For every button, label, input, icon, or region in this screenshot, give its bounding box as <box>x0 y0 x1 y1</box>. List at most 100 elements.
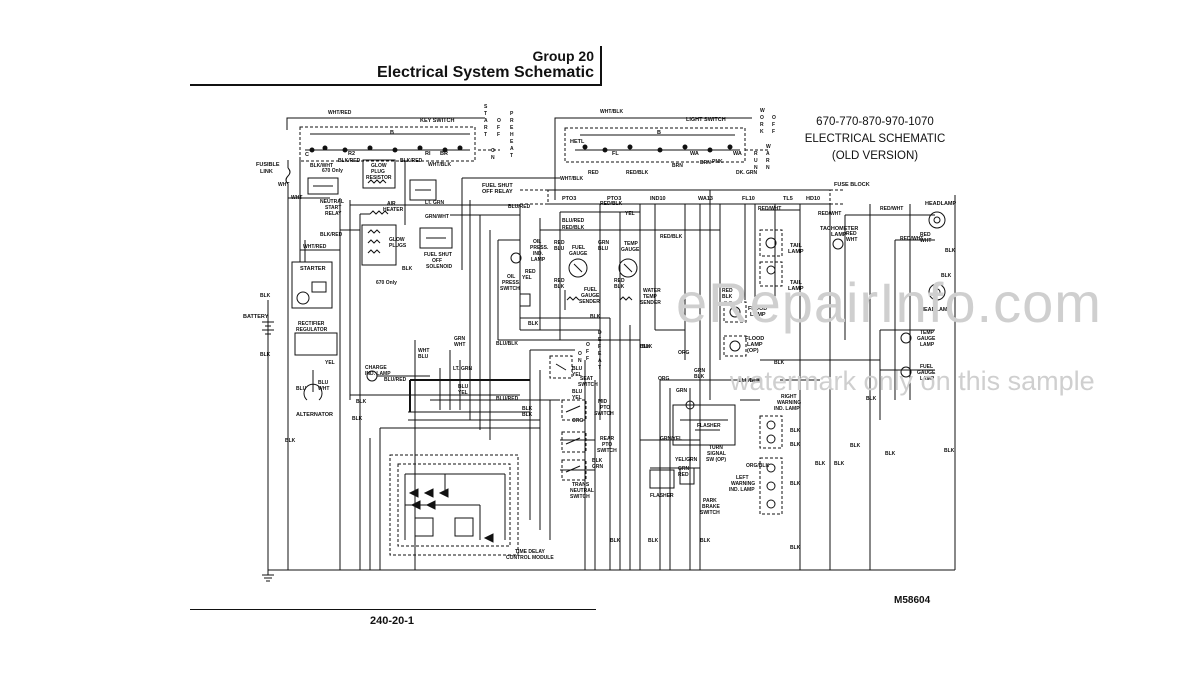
fuel-sender-label: FUEL GAUGE SENDER <box>579 287 600 305</box>
svg-text:BLK: BLK <box>642 344 653 350</box>
flood-lamp-op-label: FLOOD LAMP (OP) <box>745 336 764 354</box>
watermark-text: eRepairInfo.com <box>676 271 1102 334</box>
svg-text:BLK: BLK <box>866 396 877 402</box>
svg-text:FLOOD: FLOOD <box>748 306 767 312</box>
svg-text:FUEL: FUEL <box>584 287 597 293</box>
svg-text:BLK: BLK <box>402 266 413 272</box>
svg-text:BLK: BLK <box>260 352 271 358</box>
glow-plugs-label-2: PLUGS <box>389 243 407 249</box>
svg-text:TEMP: TEMP <box>920 330 935 336</box>
key-positions-on: O N <box>491 148 495 161</box>
headlamp-1-label: HEADLAMP <box>925 201 956 207</box>
svg-text:WHT: WHT <box>454 342 465 348</box>
svg-text:H: H <box>510 132 514 138</box>
svg-text:LAMP: LAMP <box>531 257 546 263</box>
svg-text:YEL: YEL <box>458 390 468 396</box>
svg-text:GRN: GRN <box>454 336 466 342</box>
svg-text:BLK: BLK <box>885 451 896 457</box>
light-positions-warn: W A R N <box>766 144 771 171</box>
svg-text:(OP): (OP) <box>747 348 759 354</box>
svg-text:BLK: BLK <box>528 321 539 327</box>
svg-text:BLK: BLK <box>790 481 801 487</box>
right-warning-label: RIGHT WARNING IND. LAMP <box>774 394 801 412</box>
charge-lamp <box>366 370 430 382</box>
fuse-block-label: FUSE BLOCK <box>834 182 870 188</box>
light-switch <box>554 117 770 200</box>
temp-gauge-lamp-label: TEMP GAUGE LAMP <box>917 330 936 348</box>
svg-text:F: F <box>586 349 589 355</box>
svg-text:BLK: BLK <box>614 284 625 290</box>
left-warning-label: LEFT WARNING IND. LAMP <box>729 475 755 493</box>
svg-text:BLK: BLK <box>356 399 367 405</box>
svg-text:T: T <box>484 132 487 138</box>
wire-wht-red-1: WHT/RED <box>328 110 352 116</box>
svg-text:RED: RED <box>722 288 733 294</box>
center-harness <box>497 204 720 570</box>
time-delay-label: TIME DELAY CONTROL MODULE <box>506 549 554 561</box>
flasher-label-1: FLASHER <box>697 423 721 429</box>
svg-text:E: E <box>598 337 602 343</box>
svg-text:TURN: TURN <box>709 445 723 451</box>
svg-text:SWITCH: SWITCH <box>700 510 720 516</box>
svg-text:RED/BLK: RED/BLK <box>562 225 585 231</box>
fusible-link-label-1: FUSIBLE <box>256 162 280 168</box>
svg-text:F: F <box>772 122 775 128</box>
right-center-harness <box>640 190 760 570</box>
starter <box>291 261 333 309</box>
svg-text:BLU/RED: BLU/RED <box>562 218 585 224</box>
svg-text:BLK/RED: BLK/RED <box>338 158 361 164</box>
temp-gauge-label: TEMP GAUGE <box>621 241 640 253</box>
water-temp-sender <box>619 296 633 301</box>
svg-text:WHT: WHT <box>920 238 931 244</box>
rectifier-label-1: RECTIFIER <box>298 321 325 327</box>
svg-text:TRANS: TRANS <box>572 482 590 488</box>
svg-text:RED/WHT: RED/WHT <box>900 236 923 242</box>
svg-text:F: F <box>772 129 775 135</box>
svg-text:BLK: BLK <box>700 538 711 544</box>
key-term-ri: RI <box>425 151 431 157</box>
svg-text:BLK: BLK <box>790 442 801 448</box>
svg-text:BLU/BLK: BLU/BLK <box>738 378 760 384</box>
svg-text:WHT/BLK: WHT/BLK <box>428 162 451 168</box>
svg-text:BLK: BLK <box>590 314 601 320</box>
headlamp-2-label: HEADLAMP <box>920 307 951 313</box>
fuse-pto3-b: PTO3 <box>607 196 621 202</box>
svg-text:GRN/YEL: GRN/YEL <box>660 436 682 442</box>
light-term-hetl: HETL <box>570 139 585 145</box>
svg-text:TAIL: TAIL <box>790 280 802 286</box>
air-heater <box>360 210 389 215</box>
neutral-relay-label-3: RELAY <box>325 211 342 217</box>
ground-symbol <box>262 574 274 582</box>
svg-text:E: E <box>510 125 514 131</box>
oil-press-lamp-label: OIL PRESS. IND. LAMP <box>530 239 549 263</box>
svg-text:IND. LAMP: IND. LAMP <box>729 487 755 493</box>
svg-text:REAR: REAR <box>600 436 615 442</box>
svg-text:RED: RED <box>588 170 599 176</box>
svg-text:RED: RED <box>920 232 931 238</box>
svg-text:N: N <box>491 155 495 161</box>
fuel-shutoff-relay <box>409 179 437 201</box>
footer-rule <box>190 609 596 610</box>
key-term-c: C <box>305 152 309 158</box>
svg-text:R: R <box>754 151 758 157</box>
rectifier-regulator <box>294 332 338 356</box>
temp-gauge <box>618 258 638 278</box>
svg-text:RED/BLK: RED/BLK <box>660 234 683 240</box>
svg-text:N: N <box>766 165 770 171</box>
svg-text:RED/WHT: RED/WHT <box>818 211 841 217</box>
svg-text:BLK/RED: BLK/RED <box>400 158 423 164</box>
key-term-b: B <box>390 130 394 136</box>
svg-text:BLU/RED: BLU/RED <box>384 377 407 383</box>
svg-text:GRN: GRN <box>676 388 688 394</box>
fuel-solenoid-label-1: FUEL SHUT <box>424 252 452 258</box>
svg-text:BLU/RED: BLU/RED <box>508 204 531 210</box>
svg-text:GAUGE: GAUGE <box>569 251 588 257</box>
turn-signal-switch <box>672 400 736 446</box>
svg-text:BLK: BLK <box>790 428 801 434</box>
svg-text:A: A <box>510 146 514 152</box>
fuse-block <box>520 189 845 205</box>
svg-text:GRN: GRN <box>598 240 610 246</box>
alternator <box>303 370 323 401</box>
schematic-subtitle: 670-770-870-970-1070 ELECTRICAL SCHEMATI… <box>760 114 990 165</box>
svg-text:RED: RED <box>554 278 565 284</box>
